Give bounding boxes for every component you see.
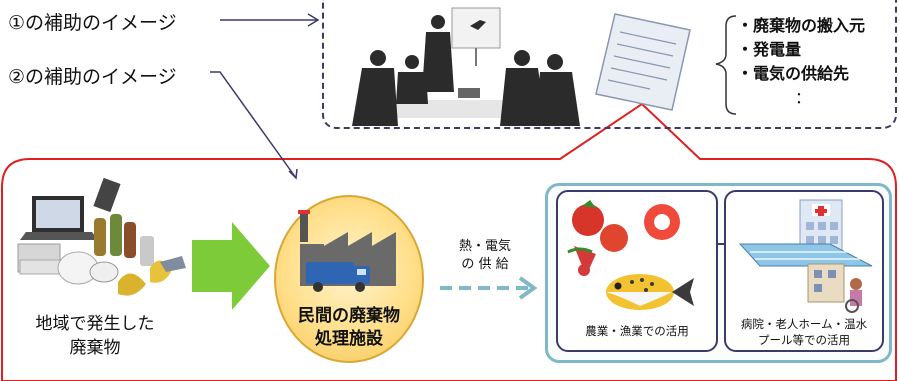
report-item-destination: ・電気の供給先 — [737, 64, 850, 83]
report-region-dashed — [322, 0, 897, 129]
curly-brace — [715, 15, 737, 115]
agri-fish-icon — [567, 200, 694, 310]
report-item-source: ・廃棄物の搬入元 — [737, 16, 866, 35]
supply-dashed-arrow — [440, 276, 538, 300]
use-facilities-line2: プール等での活用 — [758, 333, 850, 347]
use-agri-fish-label: 農業・漁業での活用 — [585, 324, 689, 338]
waste-label-line2: 廃棄物 — [69, 338, 121, 358]
meeting-silhouettes-icon — [352, 7, 580, 126]
waste-pile-icon — [17, 177, 186, 296]
report-items-list: ・廃棄物の搬入元 ・発電量 ・電気の供給先 ： — [737, 14, 865, 110]
supply-label-line2: の 供 給 — [461, 257, 509, 272]
subsidy2-label: ②の補助のイメージ — [8, 66, 177, 88]
facility-label: 民間の廃棄物 処理施設 — [286, 305, 412, 351]
use-facilities-line1: 病院・老人ホーム・温水 — [740, 317, 868, 331]
arrow-subsidy2 — [210, 71, 298, 180]
hospital-pool-icon — [738, 199, 873, 313]
waste-label-line1: 地域で発生した — [35, 314, 155, 334]
red-outline-region — [1, 102, 897, 381]
use-facilities-label: 病院・老人ホーム・温水 プール等での活用 — [724, 316, 884, 348]
supply-label: 熱・電気 の 供 給 — [450, 238, 520, 274]
facility-label-line2: 処理施設 — [315, 329, 383, 349]
facility-label-line1: 民間の廃棄物 — [298, 306, 400, 326]
supply-label-line1: 熱・電気 — [458, 239, 511, 254]
subsidy1-label: ①の補助のイメージ — [8, 12, 177, 34]
green-flow-arrow — [192, 222, 270, 310]
report-item-generation: ・発電量 — [737, 40, 802, 59]
arrow-subsidy1 — [220, 13, 320, 27]
report-item-ellipsis: ： — [795, 88, 812, 107]
waste-label: 地域で発生した 廃棄物 — [20, 312, 170, 360]
report-document-icon — [595, 13, 691, 111]
